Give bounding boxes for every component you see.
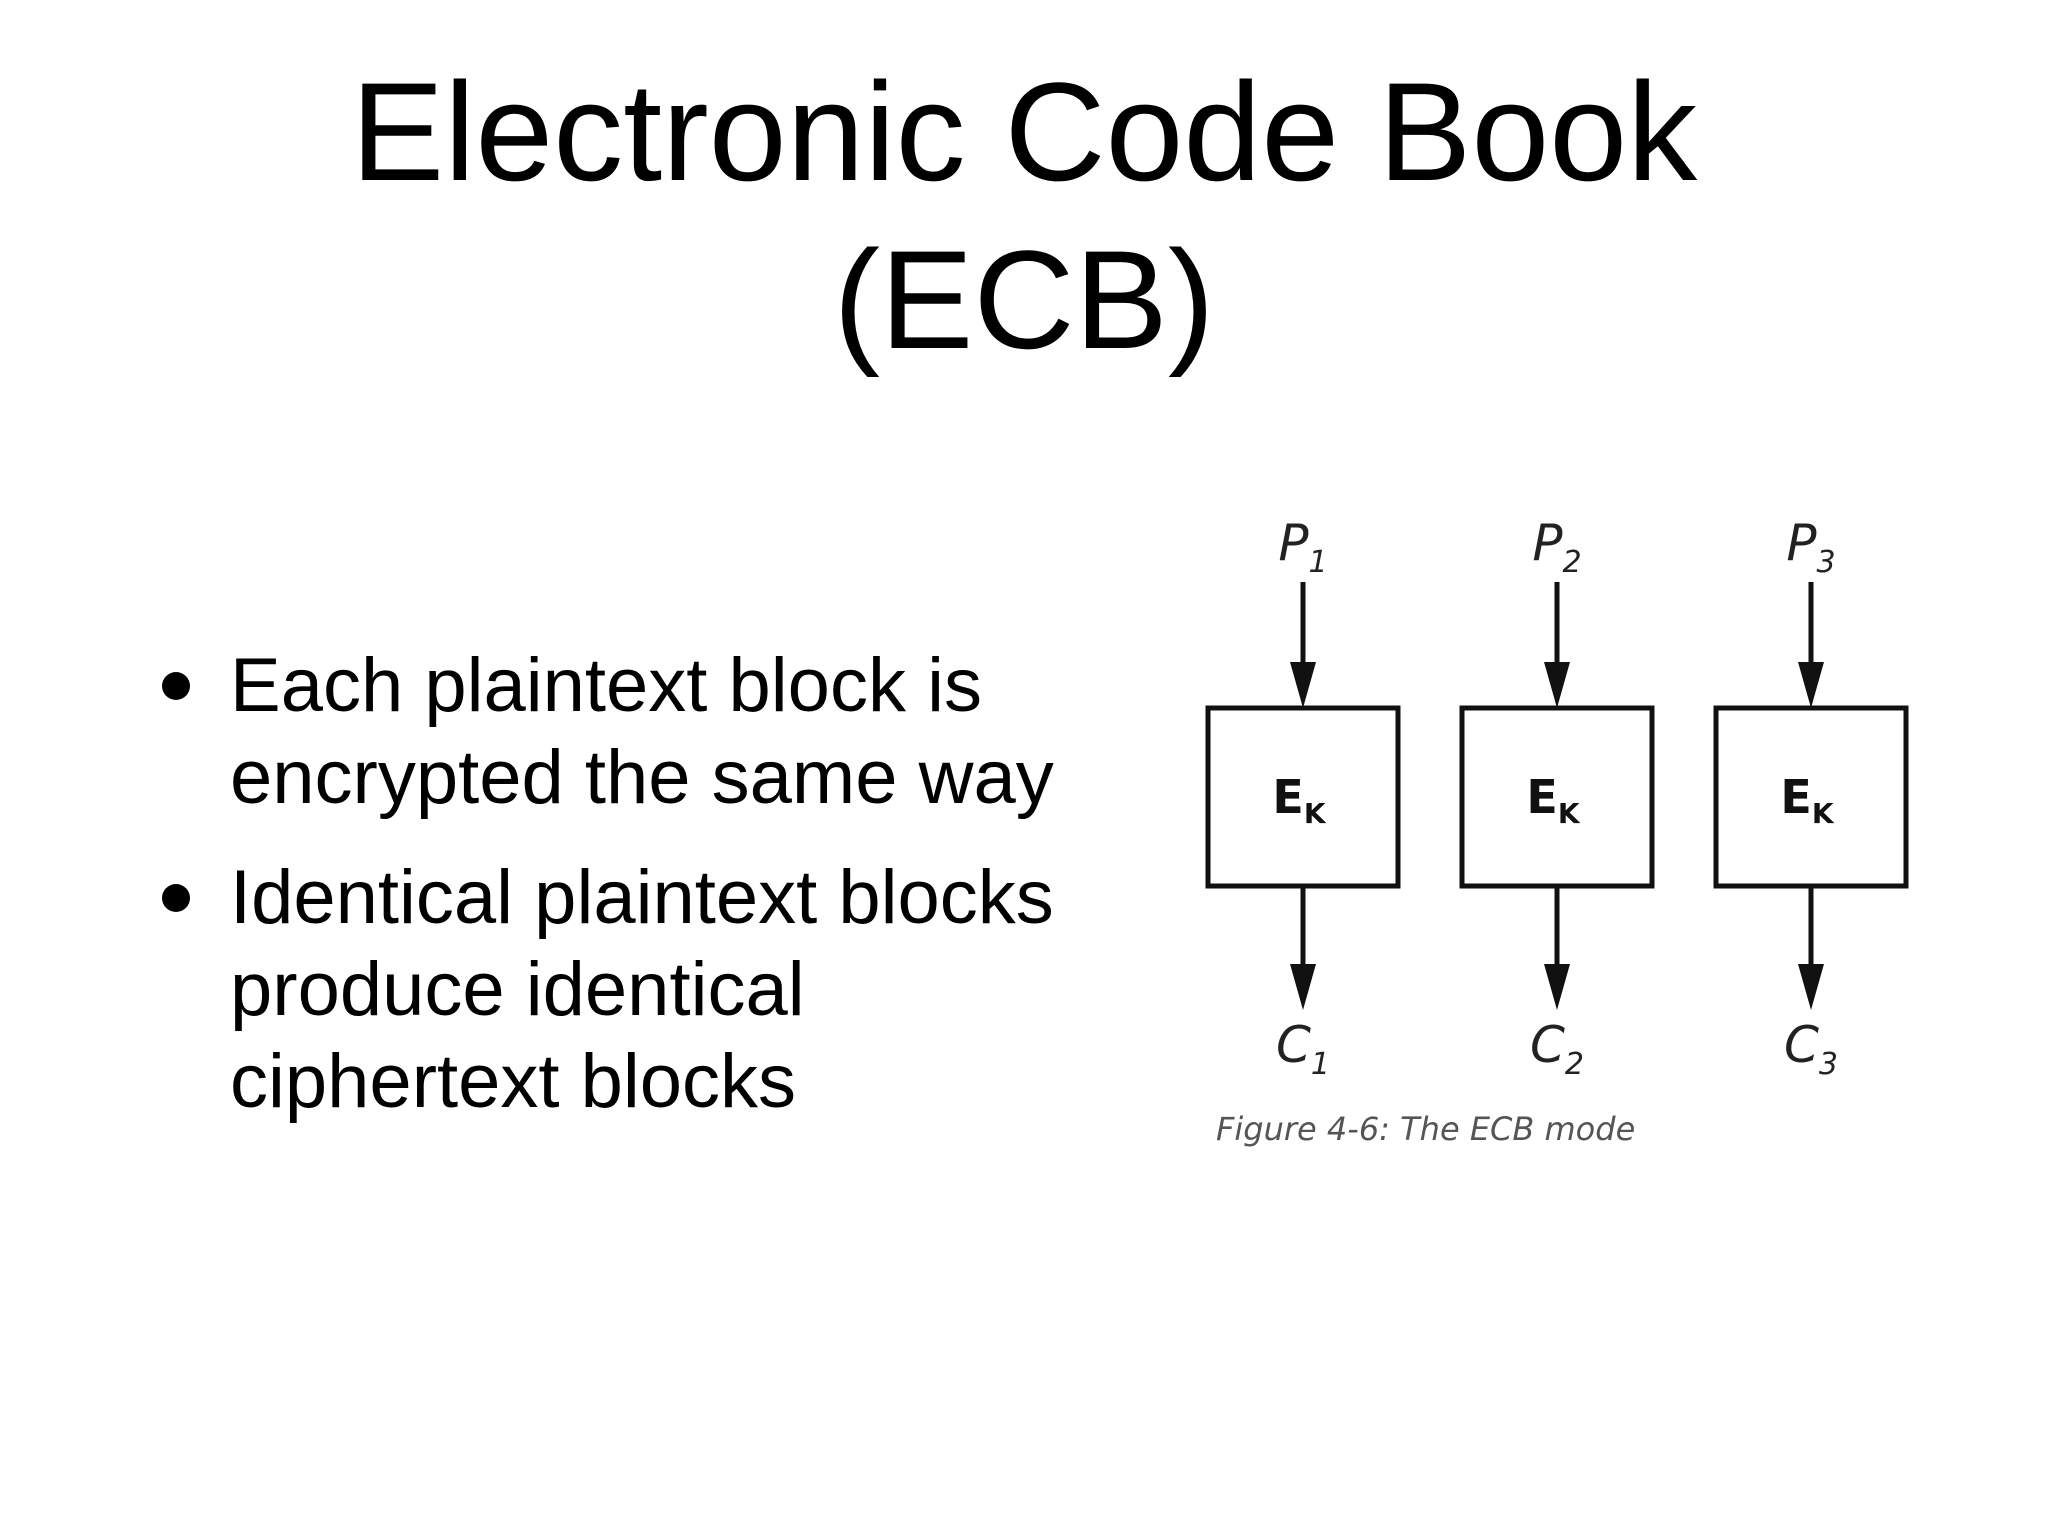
output-arrow-1-head: [1290, 964, 1316, 1010]
output-arrow-3-head: [1798, 964, 1824, 1010]
cipher-box-2: [1459, 705, 1655, 889]
bullet-item: Each plaintext block is encrypted the sa…: [150, 640, 1110, 824]
title-line-2: (ECB): [833, 221, 1215, 378]
bullet-list: Each plaintext block is encrypted the sa…: [150, 640, 1110, 1156]
plaintext-label-1: P1: [1278, 514, 1327, 580]
ciphertext-label-2: C2: [1530, 1016, 1584, 1082]
input-arrow-2-head: [1544, 662, 1570, 708]
cipher-label-3: EK: [1780, 770, 1834, 830]
bullet-dot-icon: [162, 672, 190, 700]
figure-caption: Figure 4-6: The ECB mode: [1216, 1110, 1636, 1148]
ciphertext-label-3: C3: [1784, 1016, 1838, 1082]
bullet-text: Identical plaintext blocks produce ident…: [230, 855, 1054, 1124]
cipher-label-2: EK: [1526, 770, 1580, 830]
bullet-item: Identical plaintext blocks produce ident…: [150, 852, 1110, 1128]
bullet-dot-icon: [162, 884, 190, 912]
cipher-label-1: EK: [1272, 770, 1326, 830]
cipher-box-3: [1713, 705, 1909, 889]
plaintext-label-2: P2: [1532, 514, 1581, 580]
slide-title: Electronic Code Book (ECB): [0, 48, 2048, 384]
ciphertext-label-1: C1: [1276, 1016, 1330, 1082]
input-arrow-1-head: [1290, 662, 1316, 708]
output-arrow-2-head: [1544, 964, 1570, 1010]
plaintext-label-3: P3: [1786, 514, 1835, 580]
bullet-text: Each plaintext block is encrypted the sa…: [230, 643, 1054, 820]
title-line-1: Electronic Code Book: [350, 53, 1698, 210]
input-arrow-3-head: [1798, 662, 1824, 708]
